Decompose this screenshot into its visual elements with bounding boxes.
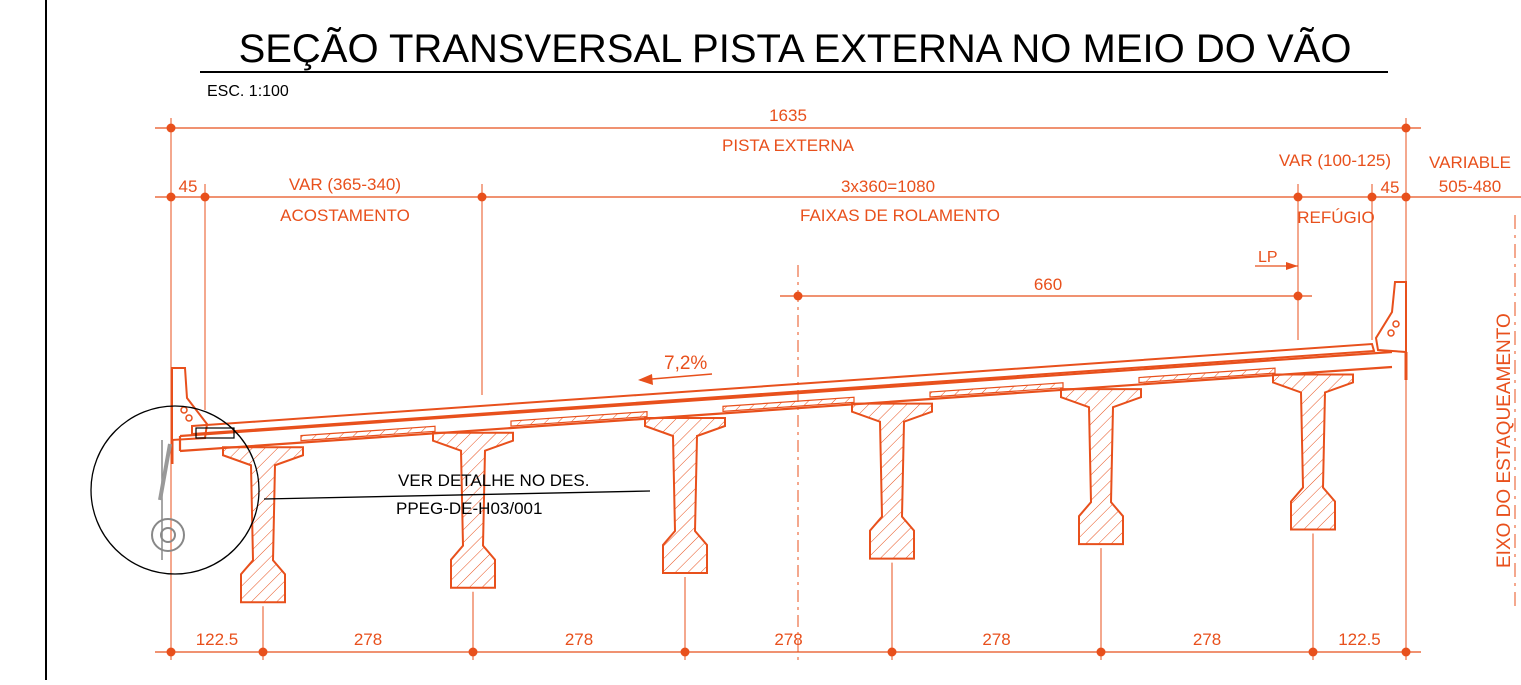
detail-callout <box>90 405 651 575</box>
dim-shoulder-label: ACOSTAMENTO <box>280 206 410 225</box>
bottom-dim-1: 122.5 <box>196 630 239 649</box>
bottom-dim-tick-3 <box>468 647 478 657</box>
lp-label: LP <box>1258 249 1278 266</box>
deck-panel-5 <box>1138 367 1276 384</box>
dim-variable-value: 505-480 <box>1439 177 1501 196</box>
bottom-dim-tick-2 <box>258 647 268 657</box>
bottom-dim-tick-1 <box>166 647 176 657</box>
lp-arrow: LP <box>1255 249 1298 270</box>
bottom-dim-tick-4 <box>680 647 690 657</box>
bottom-dim-6: 278 <box>1193 630 1221 649</box>
dim-total-label: PISTA EXTERNA <box>722 136 855 155</box>
dim-right-edge: 45 <box>1381 178 1400 197</box>
bottom-dim-3: 278 <box>565 630 593 649</box>
girder-1 <box>222 446 304 660</box>
dim-refuge-label: REFÚGIO <box>1297 208 1374 227</box>
slope-arrow: 7,2% <box>638 353 713 385</box>
right-barrier <box>1374 281 1408 380</box>
bottom-dimensions: 122.5 278 278 278 278 278 122.5 <box>155 630 1421 657</box>
slope-value: 7,2% <box>664 353 707 374</box>
dim-total: 1635 <box>769 106 807 125</box>
drawing-title: SEÇÃO TRANSVERSAL PISTA EXTERNA NO MEIO … <box>239 26 1352 71</box>
deck-panel-3 <box>722 396 855 413</box>
bottom-dim-2: 278 <box>354 630 382 649</box>
deck-panel-2 <box>510 410 648 427</box>
dim-refuge: VAR (100-125) <box>1279 151 1391 170</box>
girders <box>222 373 1354 660</box>
girder-5 <box>1060 388 1142 660</box>
bottom-dim-4: 278 <box>774 630 802 649</box>
top-dimension-lines <box>155 118 1521 660</box>
bottom-dim-7: 122.5 <box>1338 630 1381 649</box>
dim-variable-label: VARIABLE <box>1429 153 1511 172</box>
deck-panel-1 <box>300 425 436 442</box>
bottom-dim-tick-6 <box>1096 647 1106 657</box>
detail-note-line2: PPEG-DE-H03/001 <box>396 499 542 518</box>
deck-panel-4 <box>929 382 1064 398</box>
precast-slabs <box>300 367 1276 442</box>
bottom-dim-tick-8 <box>1401 647 1411 657</box>
left-barrier <box>170 367 209 464</box>
bottom-dim-tick-7 <box>1308 647 1318 657</box>
dim-offset: 660 <box>1034 275 1062 294</box>
detail-note-line1: VER DETALHE NO DES. <box>398 471 589 490</box>
girder-3 <box>644 417 726 660</box>
drawing-scale: ESC. 1:100 <box>207 83 289 100</box>
girder-2 <box>432 431 514 660</box>
deck-slab <box>178 342 1393 453</box>
girder-4 <box>851 402 933 660</box>
dim-shoulder: VAR (365-340) <box>289 175 401 194</box>
offset-dimension <box>780 265 1312 660</box>
girder-6 <box>1272 373 1354 660</box>
dim-lanes-label: FAIXAS DE ROLAMENTO <box>800 206 1000 225</box>
bottom-dim-5: 278 <box>982 630 1010 649</box>
axis-label: EIXO DO ESTAQUEAMENTO <box>1494 313 1515 568</box>
dim-lanes: 3x360=1080 <box>841 177 935 196</box>
dim-left-edge: 45 <box>179 177 198 196</box>
bottom-dim-tick-5 <box>887 647 897 657</box>
